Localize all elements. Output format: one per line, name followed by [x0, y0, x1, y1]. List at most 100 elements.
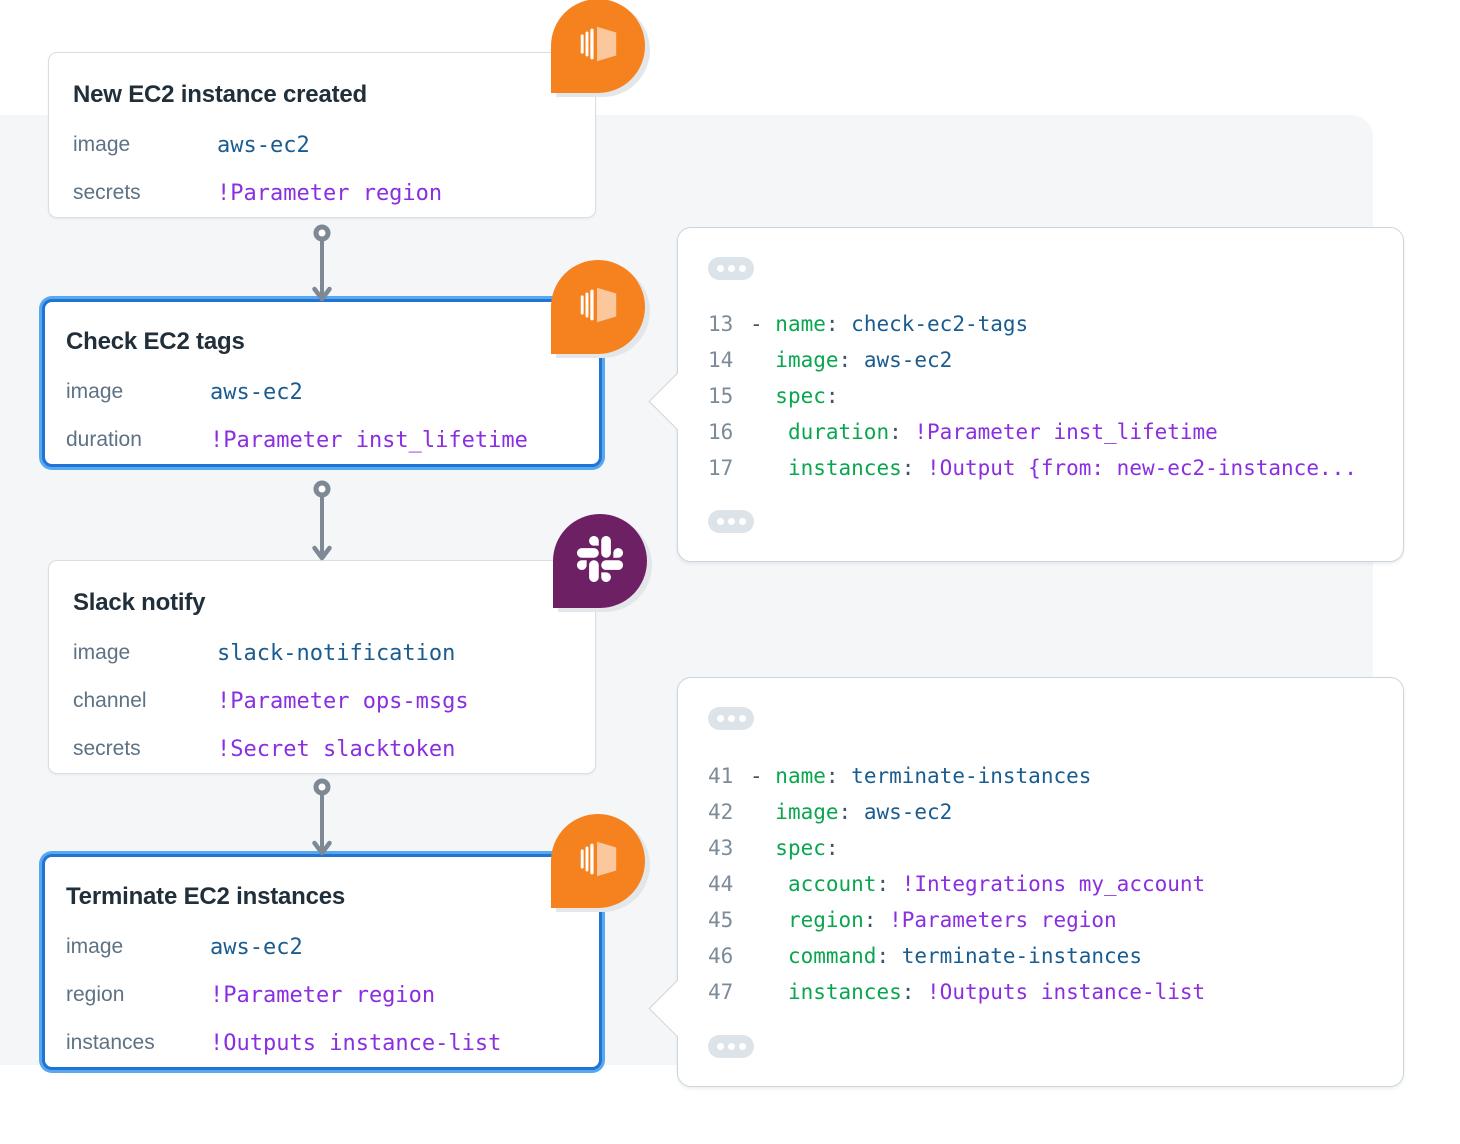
code-token: image: [775, 348, 839, 372]
step-title: Check EC2 tags: [66, 328, 245, 355]
code-token: spec: [775, 836, 826, 860]
code-token: terminate-instances: [851, 764, 1092, 788]
aws-ec2-service-badge: [551, 260, 645, 354]
code-line: 16 duration: !Parameter inst_lifetime: [708, 414, 1389, 450]
slack-service-badge: [553, 514, 647, 608]
code-token: :: [889, 420, 915, 444]
code-token: image: [775, 800, 839, 824]
code-line: 45 region: !Parameters region: [708, 902, 1389, 938]
code-token: !Output {from: new-ec2-instance...: [927, 456, 1357, 480]
code-token: instances: [787, 980, 902, 1004]
hidden-lines-indicator[interactable]: [708, 510, 754, 533]
field-label: image: [73, 133, 131, 156]
step-connector-arrow: [310, 223, 334, 308]
code-line: 42 image: aws-ec2: [708, 794, 1389, 830]
code-token: check-ec2-tags: [851, 312, 1029, 336]
hidden-lines-indicator[interactable]: [708, 707, 754, 730]
code-token: command: [787, 944, 877, 968]
hidden-lines-indicator[interactable]: [708, 1035, 754, 1058]
code-token: [750, 348, 775, 372]
code-token: instances: [787, 456, 902, 480]
line-number: 44: [708, 872, 734, 896]
field-value: !Parameter ops-msgs: [217, 688, 469, 714]
ellipsis-dot: [727, 265, 735, 272]
field-value: !Parameter region: [217, 180, 443, 206]
line-number: 15: [708, 384, 734, 408]
card-field-row: instances!Outputs instance-list: [66, 1019, 578, 1067]
code-token: :: [838, 348, 864, 372]
ellipsis-dot: [738, 518, 746, 525]
slack-icon: [577, 535, 623, 587]
ellipsis-dot: [716, 1043, 724, 1050]
field-value: aws-ec2: [210, 934, 303, 960]
field-value: aws-ec2: [210, 379, 303, 405]
step-title: New EC2 instance created: [73, 81, 367, 108]
code-token: [750, 800, 775, 824]
ellipsis-dot: [738, 715, 746, 722]
line-number: 43: [708, 836, 734, 860]
code-token: [750, 384, 775, 408]
aws-ec2-service-badge: [551, 814, 645, 908]
code-token: aws-ec2: [863, 800, 953, 824]
field-label: image: [66, 380, 124, 403]
code-token: [750, 420, 788, 444]
code-line: 17 instances: !Output {from: new-ec2-ins…: [708, 450, 1389, 486]
code-token: [750, 456, 788, 480]
line-number: 47: [708, 980, 734, 1004]
code-token: !Parameters region: [889, 908, 1117, 932]
field-label: channel: [73, 689, 147, 712]
workflow-step-card-new-ec2-instance-created[interactable]: New EC2 instance created image aws-ec2 secr…: [48, 52, 596, 218]
field-label: region: [66, 983, 125, 1006]
code-token: -: [750, 312, 776, 336]
code-token: :: [901, 456, 928, 480]
line-number: 41: [708, 764, 734, 788]
code-token: :: [825, 764, 852, 788]
code-token: :: [901, 980, 928, 1004]
code-token: !Integrations my_account: [901, 872, 1206, 896]
line-number: 16: [708, 420, 734, 444]
field-value: !Secret slacktoken: [217, 736, 456, 762]
ellipsis-dot: [738, 265, 746, 272]
line-number: 45: [708, 908, 734, 932]
card-field-row: channel !Parameter ops-msgs: [73, 677, 571, 725]
ellipsis-dot: [727, 1043, 735, 1050]
code-line: 46 command: terminate-instances: [708, 938, 1389, 974]
field-label: instances: [66, 1031, 155, 1054]
hidden-lines-indicator[interactable]: [708, 257, 754, 280]
code-line: 13- name: check-ec2-tags: [708, 306, 1389, 342]
code-line: 41- name: terminate-instances: [708, 758, 1389, 794]
card-field-row: secrets !Secret slacktoken: [73, 725, 571, 773]
code-token: :: [838, 800, 864, 824]
line-number: 46: [708, 944, 734, 968]
line-number: 42: [708, 800, 734, 824]
code-token: :: [825, 836, 839, 860]
line-number: 14: [708, 348, 734, 372]
card-field-row: duration!Parameter inst_lifetime: [66, 416, 578, 464]
code-token: :: [876, 872, 902, 896]
field-label: secrets: [73, 737, 141, 760]
code-token: [750, 872, 788, 896]
ellipsis-dot: [738, 1043, 746, 1050]
code-token: aws-ec2: [863, 348, 953, 372]
step-title: Slack notify: [73, 589, 206, 616]
ellipsis-dot: [716, 715, 724, 722]
code-line: 44 account: !Integrations my_account: [708, 866, 1389, 902]
field-value: slack-notification: [217, 640, 456, 666]
card-field-row: image aws-ec2: [66, 368, 578, 416]
card-field-row: secrets!Parameter region: [73, 169, 571, 217]
field-value: aws-ec2: [217, 132, 310, 158]
code-token: [750, 836, 775, 860]
field-value: !Parameter region: [210, 982, 436, 1008]
workflow-step-card-check-ec2-tags[interactable]: Check EC2 tags image aws-ec2 duration!Param…: [42, 299, 602, 467]
code-token: :: [863, 908, 890, 932]
code-token: -: [750, 764, 776, 788]
code-token: spec: [775, 384, 826, 408]
code-token: name: [775, 312, 826, 336]
